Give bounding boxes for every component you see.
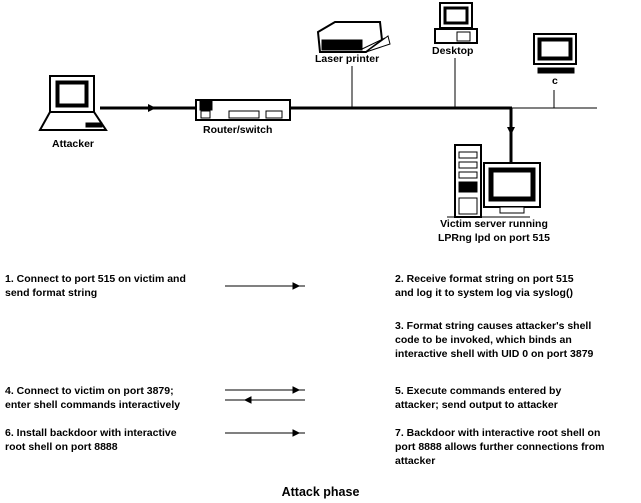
router-label: Router/switch (203, 124, 273, 136)
router-icon (195, 99, 291, 121)
printer-label: Laser printer (315, 53, 380, 65)
network-links (100, 58, 597, 165)
step-line: 5. Execute commands entered by (395, 385, 562, 397)
printer-icon (316, 21, 391, 53)
step-line: attacker; send output to attacker (395, 399, 558, 411)
step-7: 7. Backdoor with interactive root shell … (395, 426, 604, 468)
step-line: code to be invoked, which binds an (395, 334, 572, 346)
step-line: root shell on port 8888 (5, 441, 118, 453)
victim-label: Victim server running LPRng lpd on port … (432, 217, 556, 245)
step-line: port 8888 allows further connections fro… (395, 441, 605, 453)
server-icon (447, 144, 541, 218)
step-1: 1. Connect to port 515 on victim and sen… (5, 272, 186, 300)
step-line: send format string (5, 287, 98, 299)
step-line: 6. Install backdoor with interactive (5, 427, 177, 439)
step-2: 2. Receive format string on port 515 and… (395, 272, 574, 300)
step-line: 4. Connect to victim on port 3879; (5, 385, 174, 397)
step-6: 6. Install backdoor with interactive roo… (5, 426, 177, 454)
c-label: c (552, 75, 558, 87)
step-line: 7. Backdoor with interactive root shell … (395, 427, 601, 439)
step-line: attacker (395, 455, 436, 467)
step-4: 4. Connect to victim on port 3879; enter… (5, 384, 180, 412)
step-line: and log it to system log via syslog() (395, 287, 573, 299)
diagram-title: Attack phase (281, 485, 360, 499)
victim-label-line: LPRng lpd on port 515 (438, 232, 550, 244)
step-line: 3. Format string causes attacker's shell (395, 320, 592, 332)
step-3: 3. Format string causes attacker's shell… (395, 319, 593, 361)
attacker-label: Attacker (52, 138, 95, 150)
flow-arrows (225, 282, 305, 437)
step-line: 1. Connect to port 515 on victim and (5, 273, 186, 285)
desktop-icon (434, 2, 478, 44)
step-line: enter shell commands interactively (5, 399, 181, 411)
desktop-label: Desktop (432, 45, 474, 57)
laptop-icon (38, 75, 108, 131)
victim-label-line: Victim server running (440, 218, 548, 230)
step-line: 2. Receive format string on port 515 (395, 273, 574, 285)
step-line: interactive shell with UID 0 on port 387… (395, 348, 594, 360)
step-5: 5. Execute commands entered by attacker;… (395, 384, 561, 412)
monitor-icon (533, 33, 577, 74)
